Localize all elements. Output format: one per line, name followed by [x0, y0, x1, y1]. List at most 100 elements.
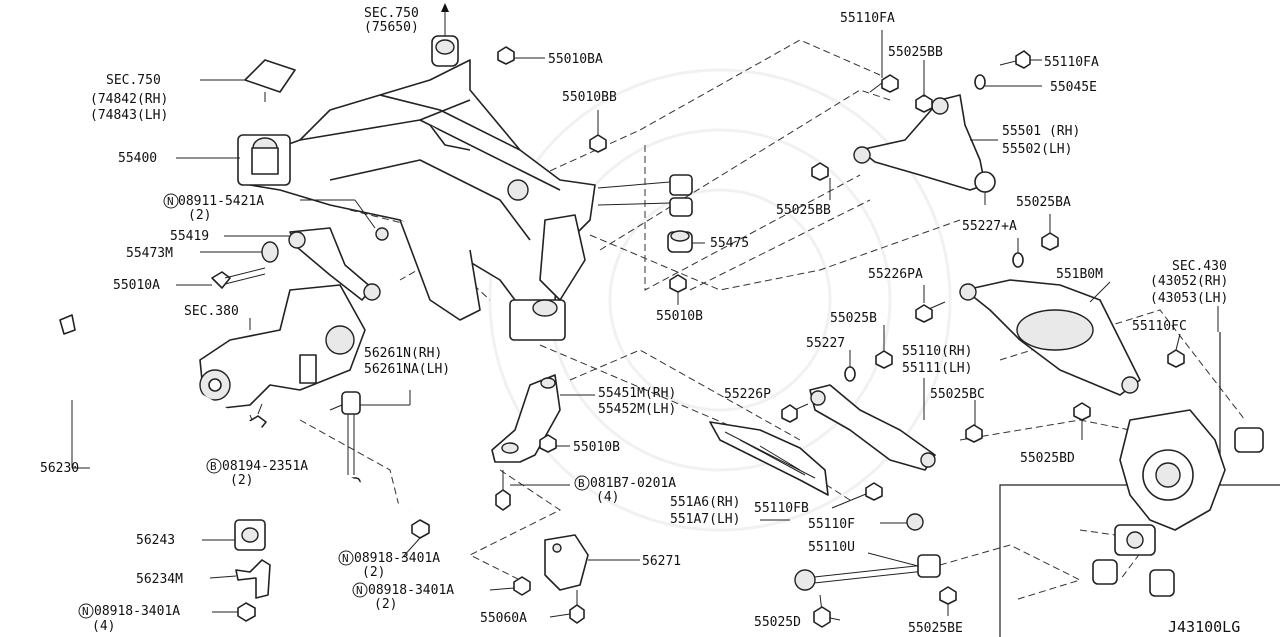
crossmember	[244, 35, 596, 341]
link-55419	[288, 227, 389, 301]
label-55502: 55502(LH)	[1002, 142, 1072, 157]
bushing-55475	[667, 230, 693, 253]
label-08918-b-qty: (2)	[362, 565, 385, 580]
label-55110fb: 55110FB	[754, 501, 809, 516]
label-55110fa-2: 55110FA	[1044, 55, 1099, 70]
mount-bracket-74842	[244, 59, 296, 102]
label-55110f: 55110F	[808, 517, 855, 532]
label-55110u: 55110U	[808, 540, 855, 555]
label-08911: 08911-5421A	[178, 194, 264, 209]
bolt-081b7	[495, 470, 511, 511]
knuckle-inset-frame	[999, 332, 1221, 637]
label-551a6: 551A6(RH)	[670, 495, 740, 510]
label-55226pa: 55226PA	[868, 267, 923, 282]
bushing-56243	[234, 519, 266, 551]
mount-bushing-55400	[237, 134, 291, 186]
label-55227a: 55227+A	[962, 219, 1017, 234]
label-55010b-low: 55010B	[573, 440, 620, 455]
svg-text:B: B	[210, 460, 217, 473]
upper-mount-bushings	[597, 174, 693, 217]
label-55025d: 55025D	[754, 615, 801, 630]
label-sec750-top-sub: (75650)	[364, 20, 419, 35]
label-55226p: 55226P	[724, 387, 771, 402]
bracket-55451m	[491, 374, 561, 463]
label-081b7-qty: (4)	[596, 490, 619, 505]
label-56243: 56243	[136, 533, 175, 548]
label-56261na: 56261NA(LH)	[364, 362, 450, 377]
upper-arm-fasteners	[811, 50, 1031, 181]
label-sec750-top: SEC.750	[364, 6, 419, 21]
label-55501: 55501 (RH)	[1002, 124, 1080, 139]
label-55452m: 55452M(LH)	[598, 402, 676, 417]
label-55110: 55110(RH)	[902, 344, 972, 359]
label-sec750-left-rh: (74842(RH)	[90, 92, 168, 107]
label-sec430-rh: (43052(RH)	[1150, 274, 1228, 289]
label-55227: 55227	[806, 336, 845, 351]
label-56230: 56230	[40, 461, 79, 476]
label-sec750-left-lh: (74843(LH)	[90, 108, 168, 123]
label-551a7: 551A7(LH)	[670, 512, 740, 527]
link-55110	[781, 350, 1091, 471]
svg-text:N: N	[167, 195, 174, 208]
label-55111: 55111(LH)	[902, 361, 972, 376]
label-55475: 55475	[710, 236, 749, 251]
label-08911-qty: (2)	[188, 208, 211, 223]
upper-arm-55501	[853, 94, 996, 205]
label-55110fc: 55110FC	[1132, 319, 1187, 334]
label-55025ba: 55025BA	[1016, 195, 1071, 210]
label-08918-a-qty: (4)	[92, 619, 115, 634]
label-sec750-left: SEC.750	[106, 73, 161, 88]
label-55010b-top: 55010B	[656, 309, 703, 324]
clamp-56234m	[235, 559, 271, 599]
label-56234m: 56234M	[136, 572, 183, 587]
label-08918-b: 08918-3401A	[354, 551, 440, 566]
label-551b0m: 551B0M	[1056, 267, 1103, 282]
label-08918-c-qty: (2)	[374, 597, 397, 612]
diagram-code: J43100LG	[1168, 618, 1240, 636]
label-55025bd: 55025BD	[1020, 451, 1075, 466]
label-55025bc: 55025BC	[930, 387, 985, 402]
label-08194-qty: (2)	[230, 473, 253, 488]
label-56261n: 56261N(RH)	[364, 346, 442, 361]
nut-55010b-top	[669, 274, 687, 293]
label-55045e: 55045E	[1050, 80, 1097, 95]
label-55010bb: 55010BB	[562, 90, 617, 105]
link-55110u	[794, 513, 957, 628]
bolt-55010a	[211, 267, 266, 289]
circled-prefix-markers: N B N N N B	[78, 193, 590, 619]
bracket-56271	[544, 534, 589, 624]
svg-text:N: N	[342, 552, 349, 565]
differential-sec380	[199, 284, 366, 421]
label-08194: 08194-2351A	[222, 459, 308, 474]
label-55400: 55400	[118, 151, 157, 166]
label-sec430: SEC.430	[1172, 259, 1227, 274]
nut-55010bb	[589, 134, 607, 153]
label-55473m: 55473M	[126, 246, 173, 261]
bolt-55110fb	[865, 482, 883, 501]
spring-plate-551a6	[709, 421, 829, 496]
label-55025be: 55025BE	[908, 621, 963, 636]
part-labels: SEC.750 (75650) SEC.750 (74842(RH) (7484…	[40, 6, 1240, 636]
svg-text:B: B	[578, 477, 585, 490]
label-55060a: 55060A	[480, 611, 527, 626]
label-55010ba: 55010BA	[548, 52, 603, 67]
label-sec380: SEC.380	[184, 304, 239, 319]
nut-08918-b	[411, 519, 430, 539]
label-081b7: 081B7-0201A	[590, 476, 676, 491]
stabilizer-bar-56230	[16, 314, 412, 539]
washer-55473m	[261, 241, 279, 263]
label-08918-a: 08918-3401A	[94, 604, 180, 619]
up-arrow-icon	[441, 3, 449, 36]
svg-text:N: N	[82, 605, 89, 618]
label-55110fa-1: 55110FA	[840, 11, 895, 26]
svg-text:N: N	[356, 584, 363, 597]
label-sec430-lh: (43053(LH)	[1150, 291, 1228, 306]
knuckle-sec430	[1092, 409, 1264, 597]
label-56271: 56271	[642, 554, 681, 569]
label-55451m: 55451M(RH)	[598, 386, 676, 401]
label-55419: 55419	[170, 229, 209, 244]
label-55025b: 55025B	[830, 311, 877, 326]
label-08918-c: 08918-3401A	[368, 583, 454, 598]
label-55010a: 55010A	[113, 278, 160, 293]
